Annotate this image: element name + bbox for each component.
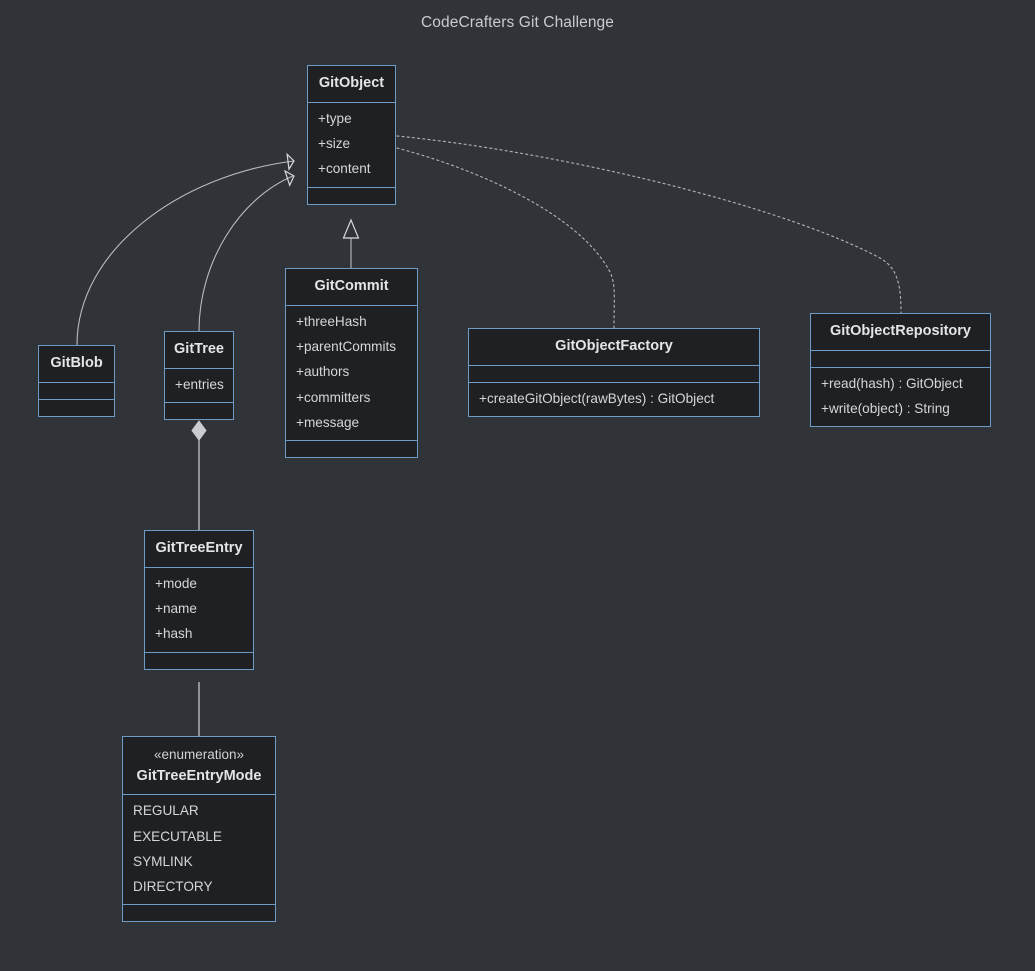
class-box-gittree[interactable]: GitTree +entries [164, 331, 234, 421]
method-item: +read(hash) : GitObject [821, 375, 963, 391]
class-header-gittreeentrymode: «enumeration» GitTreeEntryMode [123, 737, 275, 795]
attribute-item: +type [318, 110, 352, 126]
class-name-gitobjectfactory: GitObjectFactory [555, 338, 673, 354]
methods-gittreeentrymode [123, 904, 275, 922]
attribute-item: +name [155, 601, 197, 617]
methods-gitobjectfactory: +createGitObject(rawBytes) : GitObject [469, 381, 759, 417]
attribute-item: +parentCommits [296, 339, 397, 355]
class-header-gittree: GitTree [165, 332, 233, 368]
attribute-item: +hash [155, 626, 193, 642]
diagram-title: CodeCrafters Git Challenge [421, 14, 614, 31]
class-header-gitobject: GitObject [308, 66, 395, 102]
enum-literal-item: SYMLINK [133, 853, 193, 869]
enum-literal-item: DIRECTORY [133, 879, 213, 895]
class-box-gitcommit[interactable]: GitCommit +threeHash +parentCommits +aut… [285, 268, 418, 459]
class-name-gittreeentrymode: GitTreeEntryMode [136, 767, 262, 784]
enum-literal-item: EXECUTABLE [133, 828, 222, 844]
class-box-gitobject[interactable]: GitObject +type +size +content [307, 65, 396, 205]
enum-literal-item: REGULAR [133, 803, 199, 819]
methods-gitcommit [286, 440, 417, 458]
class-name-gitblob: GitBlob [50, 355, 103, 371]
arrowhead-gittree-generalization [283, 169, 295, 187]
class-box-gitblob[interactable]: GitBlob [38, 345, 115, 417]
attributes-gitobject: +type +size +content [308, 101, 395, 187]
arrowhead-gitcommit-generalization [342, 218, 360, 239]
class-name-gitobject: GitObject [318, 75, 385, 91]
stereotype-enumeration: «enumeration» [153, 747, 245, 762]
class-name-gittree: GitTree [174, 341, 224, 357]
attributes-gitobjectrepository [811, 349, 990, 367]
class-name-gittreeentry: GitTreeEntry [155, 540, 243, 556]
attributes-gitblob [39, 381, 114, 399]
methods-gitobject [308, 186, 395, 204]
methods-gitobjectrepository: +read(hash) : GitObject +write(object) :… [811, 366, 990, 427]
attributes-gitobjectfactory [469, 364, 759, 382]
class-header-gitobjectfactory: GitObjectFactory [469, 329, 759, 365]
methods-gittreeentry [145, 651, 253, 669]
attributes-gitcommit: +threeHash +parentCommits +authors +comm… [286, 304, 417, 441]
methods-gittree [165, 402, 233, 420]
class-header-gitobjectrepository: GitObjectRepository [811, 314, 990, 350]
edge-gitblob-to-gitobject [76, 160, 295, 346]
class-box-gitobjectrepository[interactable]: GitObjectRepository +read(hash) : GitObj… [810, 313, 991, 428]
edge-gitobject-to-gitobjectrepository [396, 135, 902, 314]
edge-gittree-to-gitobject [198, 175, 294, 332]
attribute-item: +size [318, 136, 351, 152]
attribute-item: +authors [296, 364, 350, 380]
attribute-item: +message [296, 414, 360, 430]
attribute-item: +mode [155, 575, 197, 591]
attribute-item: +threeHash [296, 313, 367, 329]
attributes-gittreeentry: +mode +name +hash [145, 566, 253, 652]
attribute-item: +entries [175, 376, 224, 392]
literals-gittreeentrymode: REGULAR EXECUTABLE SYMLINK DIRECTORY [123, 794, 275, 905]
attribute-item: +committers [296, 389, 371, 405]
class-box-gittreeentry[interactable]: GitTreeEntry +mode +name +hash [144, 530, 254, 670]
class-name-gitobjectrepository: GitObjectRepository [830, 323, 971, 339]
edge-gitobject-to-gitobjectfactory [396, 147, 615, 329]
class-name-gitcommit: GitCommit [314, 278, 389, 294]
attributes-gittree: +entries [165, 367, 233, 403]
arrowhead-gitblob-generalization [286, 152, 295, 171]
attribute-item: +content [318, 161, 371, 177]
diamond-gittree-composition [191, 420, 207, 441]
methods-gitblob [39, 398, 114, 416]
method-item: +createGitObject(rawBytes) : GitObject [479, 390, 715, 406]
class-header-gitblob: GitBlob [39, 346, 114, 382]
class-box-gittreeentrymode[interactable]: «enumeration» GitTreeEntryMode REGULAR E… [122, 736, 276, 923]
class-header-gittreeentry: GitTreeEntry [145, 531, 253, 567]
class-header-gitcommit: GitCommit [286, 269, 417, 305]
class-box-gitobjectfactory[interactable]: GitObjectFactory +createGitObject(rawByt… [468, 328, 760, 418]
method-item: +write(object) : String [821, 401, 950, 417]
